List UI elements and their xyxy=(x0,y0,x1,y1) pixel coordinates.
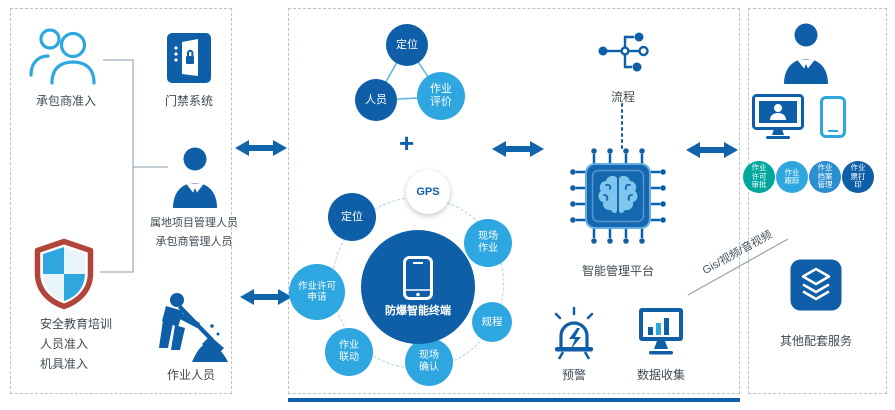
desktop-monitor-icon xyxy=(752,94,804,140)
door-access-icon xyxy=(166,32,212,88)
satellite-permit: 作业许可申请 xyxy=(289,264,345,320)
shield-labels: 安全教育培训 人员准入 机具准入 xyxy=(40,314,112,374)
shield-label-2: 人员准入 xyxy=(40,337,89,352)
shield-label-3: 机具准入 xyxy=(40,357,89,372)
supervisor-icon xyxy=(782,22,830,84)
satellite-confirm: 现场确认 xyxy=(405,338,453,386)
brain-glyph xyxy=(598,175,638,213)
manager-label-2: 承包商管理人员 xyxy=(155,235,233,248)
cluster-node-positioning: 定位 xyxy=(386,24,428,66)
arrow-left-to-middle xyxy=(235,139,287,157)
function-circle-print: 作业票打印 xyxy=(842,161,874,193)
cluster-node-personnel: 人员 xyxy=(355,79,397,121)
plus-sign: + xyxy=(399,128,415,158)
right-panel-box xyxy=(748,8,887,394)
terminal-label: 防爆智能终端 xyxy=(385,305,451,318)
cluster-node-evaluation: 作业评价 xyxy=(417,72,465,120)
services-label: 其他配套服务 xyxy=(780,334,853,348)
contractors-icon xyxy=(26,24,102,86)
door-label: 门禁系统 xyxy=(165,94,214,108)
flow-label: 流程 xyxy=(611,90,636,104)
arrow-worker-to-terminal xyxy=(240,288,292,306)
satellite-positioning: 定位 xyxy=(328,193,376,241)
worker-label: 作业人员 xyxy=(167,368,216,382)
middle-panel-box xyxy=(288,8,740,394)
terminal-circle: 防爆智能终端 xyxy=(361,230,475,344)
function-circle-tracking: 作业跟踪 xyxy=(776,161,808,193)
shield-label-1: 安全教育培训 xyxy=(40,317,113,331)
alarm-label: 预警 xyxy=(562,368,587,382)
contractor-label: 承包商准入 xyxy=(36,94,97,108)
safety-shield-icon xyxy=(32,238,96,310)
alarm-icon xyxy=(551,306,597,360)
worker-icon xyxy=(152,292,230,362)
ai-chip-icon xyxy=(563,141,673,251)
manager-label-1: 属地项目管理人员 xyxy=(150,217,238,229)
left-panel-box xyxy=(10,8,232,394)
data-label: 数据收集 xyxy=(637,368,686,382)
bottom-accent-bar xyxy=(288,398,740,402)
arrow-platform-to-right xyxy=(686,141,738,159)
smartphone-icon xyxy=(403,256,433,301)
satellite-sitework: 现场作业 xyxy=(464,219,512,267)
satellite-rules: 规程 xyxy=(472,302,512,342)
mobile-phone-icon xyxy=(820,96,846,138)
manager-icon xyxy=(172,146,218,208)
manager-labels: 属地项目管理人员 承包商管理人员 xyxy=(138,214,250,251)
function-circle-archive: 作业档案管理 xyxy=(809,161,841,193)
function-circle-approval: 作业许可审批 xyxy=(743,161,775,193)
flow-icon xyxy=(596,26,650,78)
satellite-linkage: 作业联动 xyxy=(325,328,373,376)
satellite-gps: GPS xyxy=(406,170,450,214)
data-chart-icon xyxy=(637,306,685,358)
platform-label: 智能管理平台 xyxy=(582,264,655,278)
arrow-cluster-to-platform xyxy=(492,140,544,158)
layers-services-icon xyxy=(789,258,843,312)
